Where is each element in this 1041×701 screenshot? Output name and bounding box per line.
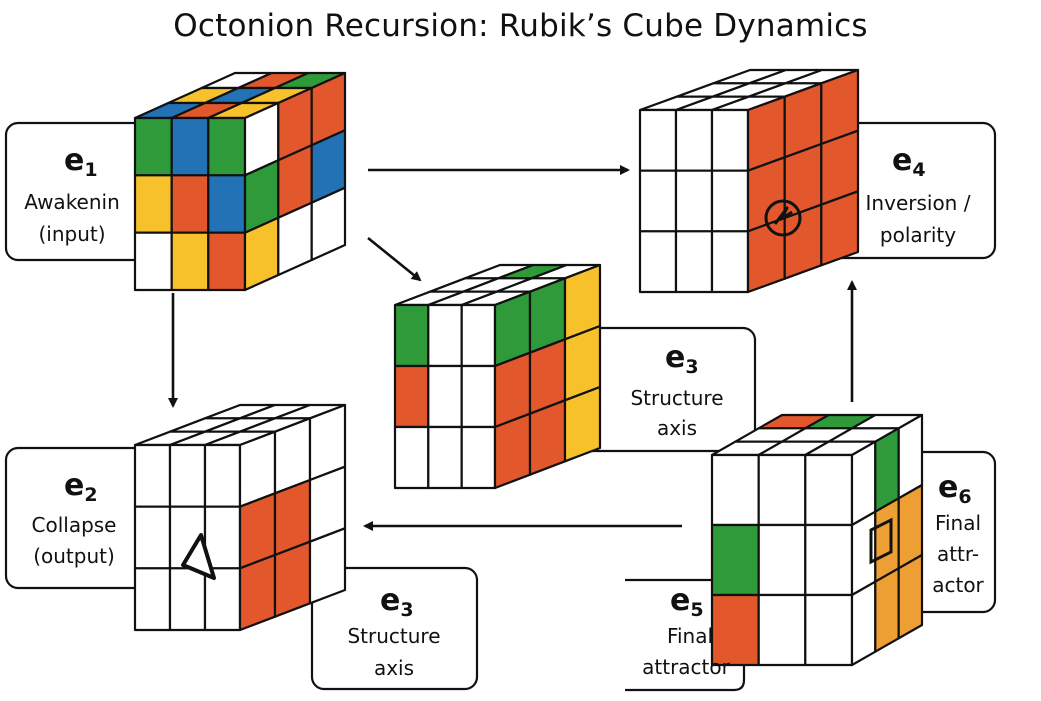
e1-front-sticker	[133, 174, 173, 234]
e3-bottom-label-box	[310, 566, 479, 691]
e1-front-sticker	[207, 174, 247, 234]
e3-bottom-line1: Structure	[347, 624, 440, 648]
e6-line1: Final	[935, 511, 981, 535]
e3-front-sticker	[427, 303, 463, 368]
e6-label: e6 Final attr- actor	[932, 470, 984, 597]
e4-front-sticker	[674, 108, 714, 172]
e6-right-sticker	[897, 553, 924, 640]
e4-line2: polarity	[880, 223, 956, 247]
e6-line2: attr-	[937, 542, 979, 566]
e5-line1: Final	[667, 624, 713, 648]
e1-front-sticker	[133, 116, 173, 177]
e6-front-sticker	[757, 593, 807, 667]
e4-front-sticker	[674, 230, 714, 294]
e4-front-sticker	[710, 230, 750, 294]
triangle-icon	[181, 533, 216, 580]
e4-front-sticker	[638, 230, 678, 294]
e1-front-sticker	[170, 174, 210, 234]
e6-right-sticker	[874, 567, 900, 653]
e3-front-sticker	[460, 303, 497, 368]
e3-front-sticker	[393, 364, 430, 429]
e1-right-sticker	[310, 186, 347, 262]
svg-text:e1: e1	[64, 143, 98, 181]
square-icon	[869, 517, 893, 565]
e4-line1: Inversion /	[866, 191, 971, 215]
svg-text:e2: e2	[64, 468, 98, 506]
e6-front-sticker	[804, 453, 854, 527]
spiral-icon	[764, 199, 802, 237]
cube-e1	[133, 71, 347, 292]
e4-front-sticker	[710, 169, 750, 233]
e4-front-sticker	[710, 108, 750, 172]
svg-text:e6: e6	[938, 470, 972, 508]
e3-right-sticker	[493, 412, 532, 490]
e6-front-sticker	[757, 523, 807, 597]
e4-front-sticker	[638, 108, 678, 172]
e6-front-sticker	[804, 523, 854, 597]
e3-front-sticker	[393, 425, 430, 490]
e1-front-sticker	[170, 231, 210, 292]
e3-front-sticker	[460, 364, 497, 429]
e2-right-sticker	[273, 540, 312, 618]
e2-label: e2 Collapse (output)	[32, 468, 117, 568]
e4-right-sticker	[746, 216, 786, 294]
e6-right-sticker	[850, 580, 877, 667]
e4-right-sticker	[783, 203, 823, 280]
e2-line2: (output)	[33, 544, 115, 568]
e3-bottom-label: e3 Structure axis	[347, 583, 440, 680]
e6-line3: actor	[932, 573, 984, 597]
e6-front-sticker	[804, 593, 854, 667]
diagram-title: Octonion Recursion: Rubik’s Cube Dynamic…	[173, 8, 868, 44]
e2-right-sticker	[238, 553, 277, 632]
svg-text:e5: e5	[670, 583, 704, 621]
e2-front-sticker	[133, 567, 172, 632]
e3-front-sticker	[460, 425, 497, 490]
e1-front-sticker	[170, 116, 210, 177]
e3-front-sticker	[427, 364, 463, 429]
e3-center-line2: axis	[657, 416, 697, 440]
e3-center-line1: Structure	[630, 386, 723, 410]
e2-front-sticker	[168, 567, 207, 632]
e1-line2: (input)	[38, 222, 105, 246]
e5-label: e5 Final attractor	[642, 583, 730, 679]
arrow-e1-to-e3	[367, 236, 422, 282]
e2-front-sticker	[133, 443, 172, 508]
e4-front-sticker	[674, 169, 714, 233]
e6-front-sticker	[757, 453, 807, 527]
e4-right-sticker	[820, 190, 860, 267]
e2-right-sticker	[308, 527, 347, 605]
cube-e4	[638, 68, 860, 294]
e6-front-sticker	[710, 523, 760, 597]
e6-front-sticker	[710, 453, 760, 527]
e1-front-sticker	[207, 116, 247, 177]
e3-right-sticker	[563, 385, 602, 463]
e1-line1: Awakenin	[24, 190, 120, 214]
cube-e2	[133, 403, 347, 632]
e4-label: e4 Inversion / polarity	[866, 143, 971, 247]
e3-front-sticker	[393, 303, 430, 368]
svg-text:e3: e3	[380, 583, 414, 621]
e3-right-sticker	[528, 399, 567, 476]
e2-front-sticker	[133, 505, 172, 570]
e2-front-sticker	[168, 443, 207, 508]
e2-line1: Collapse	[32, 513, 117, 537]
e3-bottom-line2: axis	[374, 656, 414, 680]
cube-e6	[710, 413, 924, 667]
e4-front-sticker	[638, 169, 678, 233]
svg-text:e3: e3	[665, 340, 699, 378]
e2-front-sticker	[203, 443, 242, 508]
e5-line2: attractor	[642, 655, 730, 679]
e1-front-sticker	[207, 231, 247, 292]
cube-e3	[393, 263, 602, 490]
e1-label: e1 Awakenin (input)	[24, 143, 120, 246]
svg-text:e4: e4	[892, 143, 926, 181]
e3-front-sticker	[427, 425, 463, 490]
e1-front-sticker	[133, 231, 173, 292]
e3-center-label: e3 Structure axis	[630, 340, 723, 440]
